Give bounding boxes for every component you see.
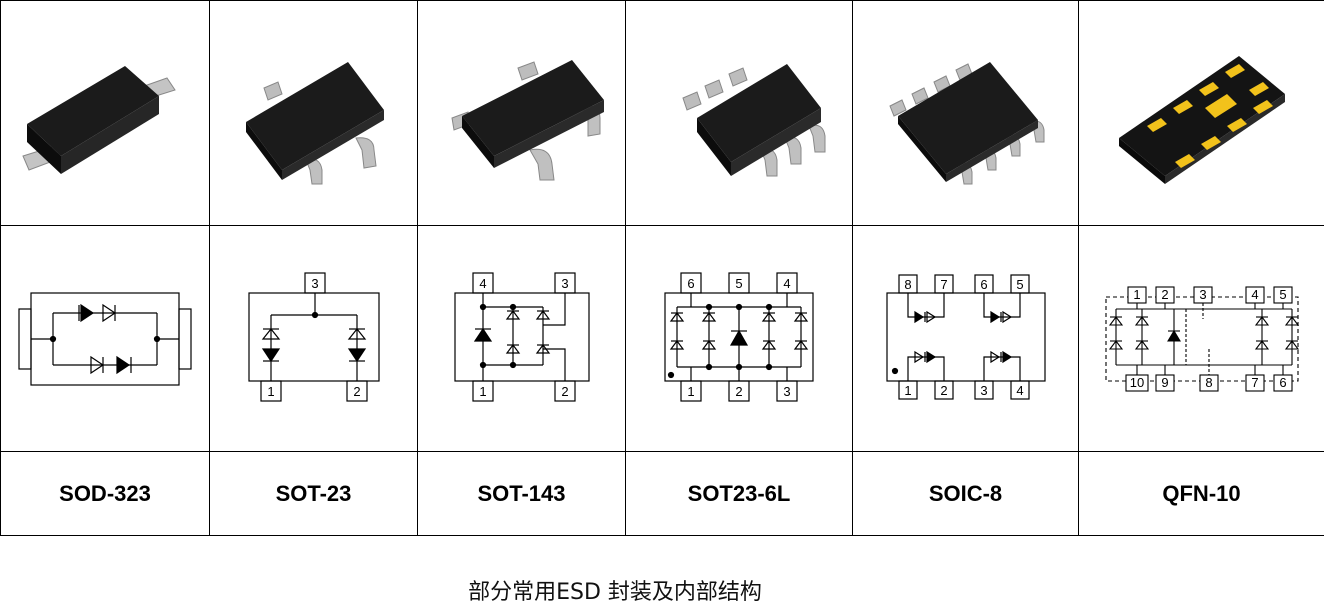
- package-schematic-sot23-6l: 6 5 4 1 2 3: [625, 225, 853, 452]
- qfn10-pin-7: 7: [1251, 375, 1258, 390]
- package-schematic-soic-8: 8 7 6 5 1 2 3 4: [852, 225, 1079, 452]
- soic8-pin-6: 6: [980, 277, 987, 292]
- package-name-qfn-10: QFN-10: [1078, 451, 1324, 536]
- schematic-row: 3 1 2 4 3 1: [0, 225, 1324, 452]
- package-schematic-sod-323: [0, 225, 210, 452]
- sot23-6l-pin-3: 3: [783, 384, 790, 399]
- sot23-pin-1: 1: [267, 384, 274, 399]
- package-name-sod-323: SOD-323: [0, 451, 210, 536]
- qfn10-photo: [1118, 56, 1285, 184]
- package-schematic-sot-23: 3 1 2: [209, 225, 418, 452]
- sot143-pin-3: 3: [561, 276, 568, 291]
- package-photo-sod-323: [0, 0, 210, 226]
- soic8-pin-2: 2: [940, 383, 947, 398]
- soic8-pin-4: 4: [1016, 383, 1023, 398]
- sot23-pin-2: 2: [353, 384, 360, 399]
- sot23-6l-photo: [682, 64, 826, 177]
- sot143-pin-4: 4: [479, 276, 486, 291]
- qfn10-pin-2: 2: [1161, 287, 1168, 302]
- qfn10-pin-8: 8: [1205, 375, 1212, 390]
- package-table: 3 1 2 4 3 1: [0, 0, 1324, 536]
- qfn10-pin-9: 9: [1161, 375, 1168, 390]
- sot23-6l-pin-2: 2: [735, 384, 742, 399]
- name-row: SOD-323 SOT-23 SOT-143 SOT23-6L SOIC-8 Q…: [0, 451, 1324, 536]
- qfn10-pin-10: 10: [1129, 375, 1143, 390]
- photo-row: [0, 0, 1324, 226]
- package-photo-soic-8: [852, 0, 1079, 226]
- package-photo-sot23-6l: [625, 0, 853, 226]
- qfn10-pin-4: 4: [1251, 287, 1258, 302]
- soic8-pin-5: 5: [1016, 277, 1023, 292]
- sot23-photo: [245, 62, 384, 185]
- qfn10-schematic: 1 2 3 4 5 10 9 8 7 6: [1104, 285, 1299, 392]
- package-name-sot23-6l: SOT23-6L: [625, 451, 853, 536]
- sot143-pin-2: 2: [561, 384, 568, 399]
- sot23-6l-pin-4: 4: [783, 276, 790, 291]
- sot23-schematic: 3 1 2: [247, 271, 380, 402]
- sot143-photo: [450, 60, 604, 181]
- soic8-photo: [888, 62, 1044, 185]
- soic8-schematic: 8 7 6 5 1 2 3 4: [885, 273, 1046, 400]
- sot23-6l-pin-1: 1: [687, 384, 694, 399]
- sot23-6l-pin-6: 6: [687, 276, 694, 291]
- sot23-6l-pin-5: 5: [735, 276, 742, 291]
- sod323-photo: [22, 66, 176, 174]
- sot143-schematic: 4 3 1 2: [453, 271, 590, 402]
- sot23-pin-3: 3: [311, 276, 318, 291]
- package-schematic-qfn-10: 1 2 3 4 5 10 9 8 7 6: [1078, 225, 1324, 452]
- package-name-sot-23: SOT-23: [209, 451, 418, 536]
- qfn10-pin-1: 1: [1133, 287, 1140, 302]
- figure-caption: 部分常用ESD 封装及内部结构: [468, 580, 762, 605]
- soic8-pin-3: 3: [980, 383, 987, 398]
- package-photo-sot-23: [209, 0, 418, 226]
- qfn10-pin-5: 5: [1279, 287, 1286, 302]
- soic8-pin-8: 8: [904, 277, 911, 292]
- package-photo-sot-143: [417, 0, 626, 226]
- sot23-6l-schematic: 6 5 4 1 2 3: [664, 271, 814, 402]
- package-photo-qfn-10: [1078, 0, 1324, 226]
- sod323-schematic: [18, 291, 192, 386]
- package-name-sot-143: SOT-143: [417, 451, 626, 536]
- soic8-pin-7: 7: [940, 277, 947, 292]
- soic8-pin-1: 1: [904, 383, 911, 398]
- qfn10-pin-6: 6: [1279, 375, 1286, 390]
- qfn10-pin-3: 3: [1199, 287, 1206, 302]
- package-schematic-sot-143: 4 3 1 2: [417, 225, 626, 452]
- package-name-soic-8: SOIC-8: [852, 451, 1079, 536]
- sot143-pin-1: 1: [479, 384, 486, 399]
